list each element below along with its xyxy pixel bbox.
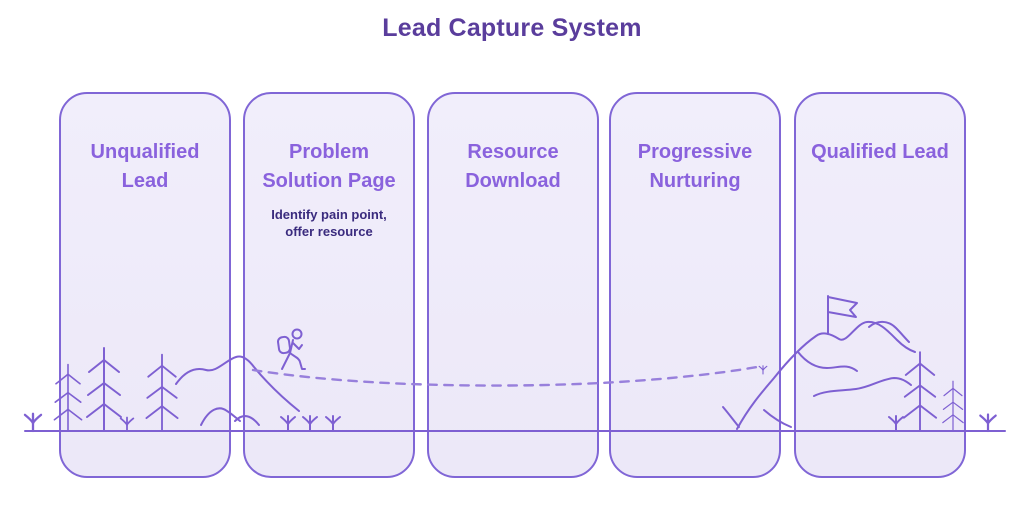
page-title: Lead Capture System: [382, 14, 642, 42]
stage-label: Qualified Lead: [811, 141, 949, 163]
stage-sublabel: Identify pain point, offer resource: [271, 207, 387, 239]
stage-card-resource-download: Resource Download: [427, 92, 599, 478]
stage-label: Resource Download: [465, 141, 561, 192]
stage-label: Unqualified Lead: [90, 141, 200, 192]
stage-card-problem-solution-page: Problem Solution Page Identify pain poin…: [243, 92, 415, 478]
stage-card-progressive-nurturing: Progressive Nurturing: [609, 92, 781, 478]
stage-label: Problem Solution Page: [262, 141, 396, 192]
stage-card-unqualified-lead: Unqualified Lead: [59, 92, 231, 478]
stage-label: Progressive Nurturing: [637, 141, 753, 192]
stage-card-qualified-lead: Qualified Lead: [794, 92, 966, 478]
